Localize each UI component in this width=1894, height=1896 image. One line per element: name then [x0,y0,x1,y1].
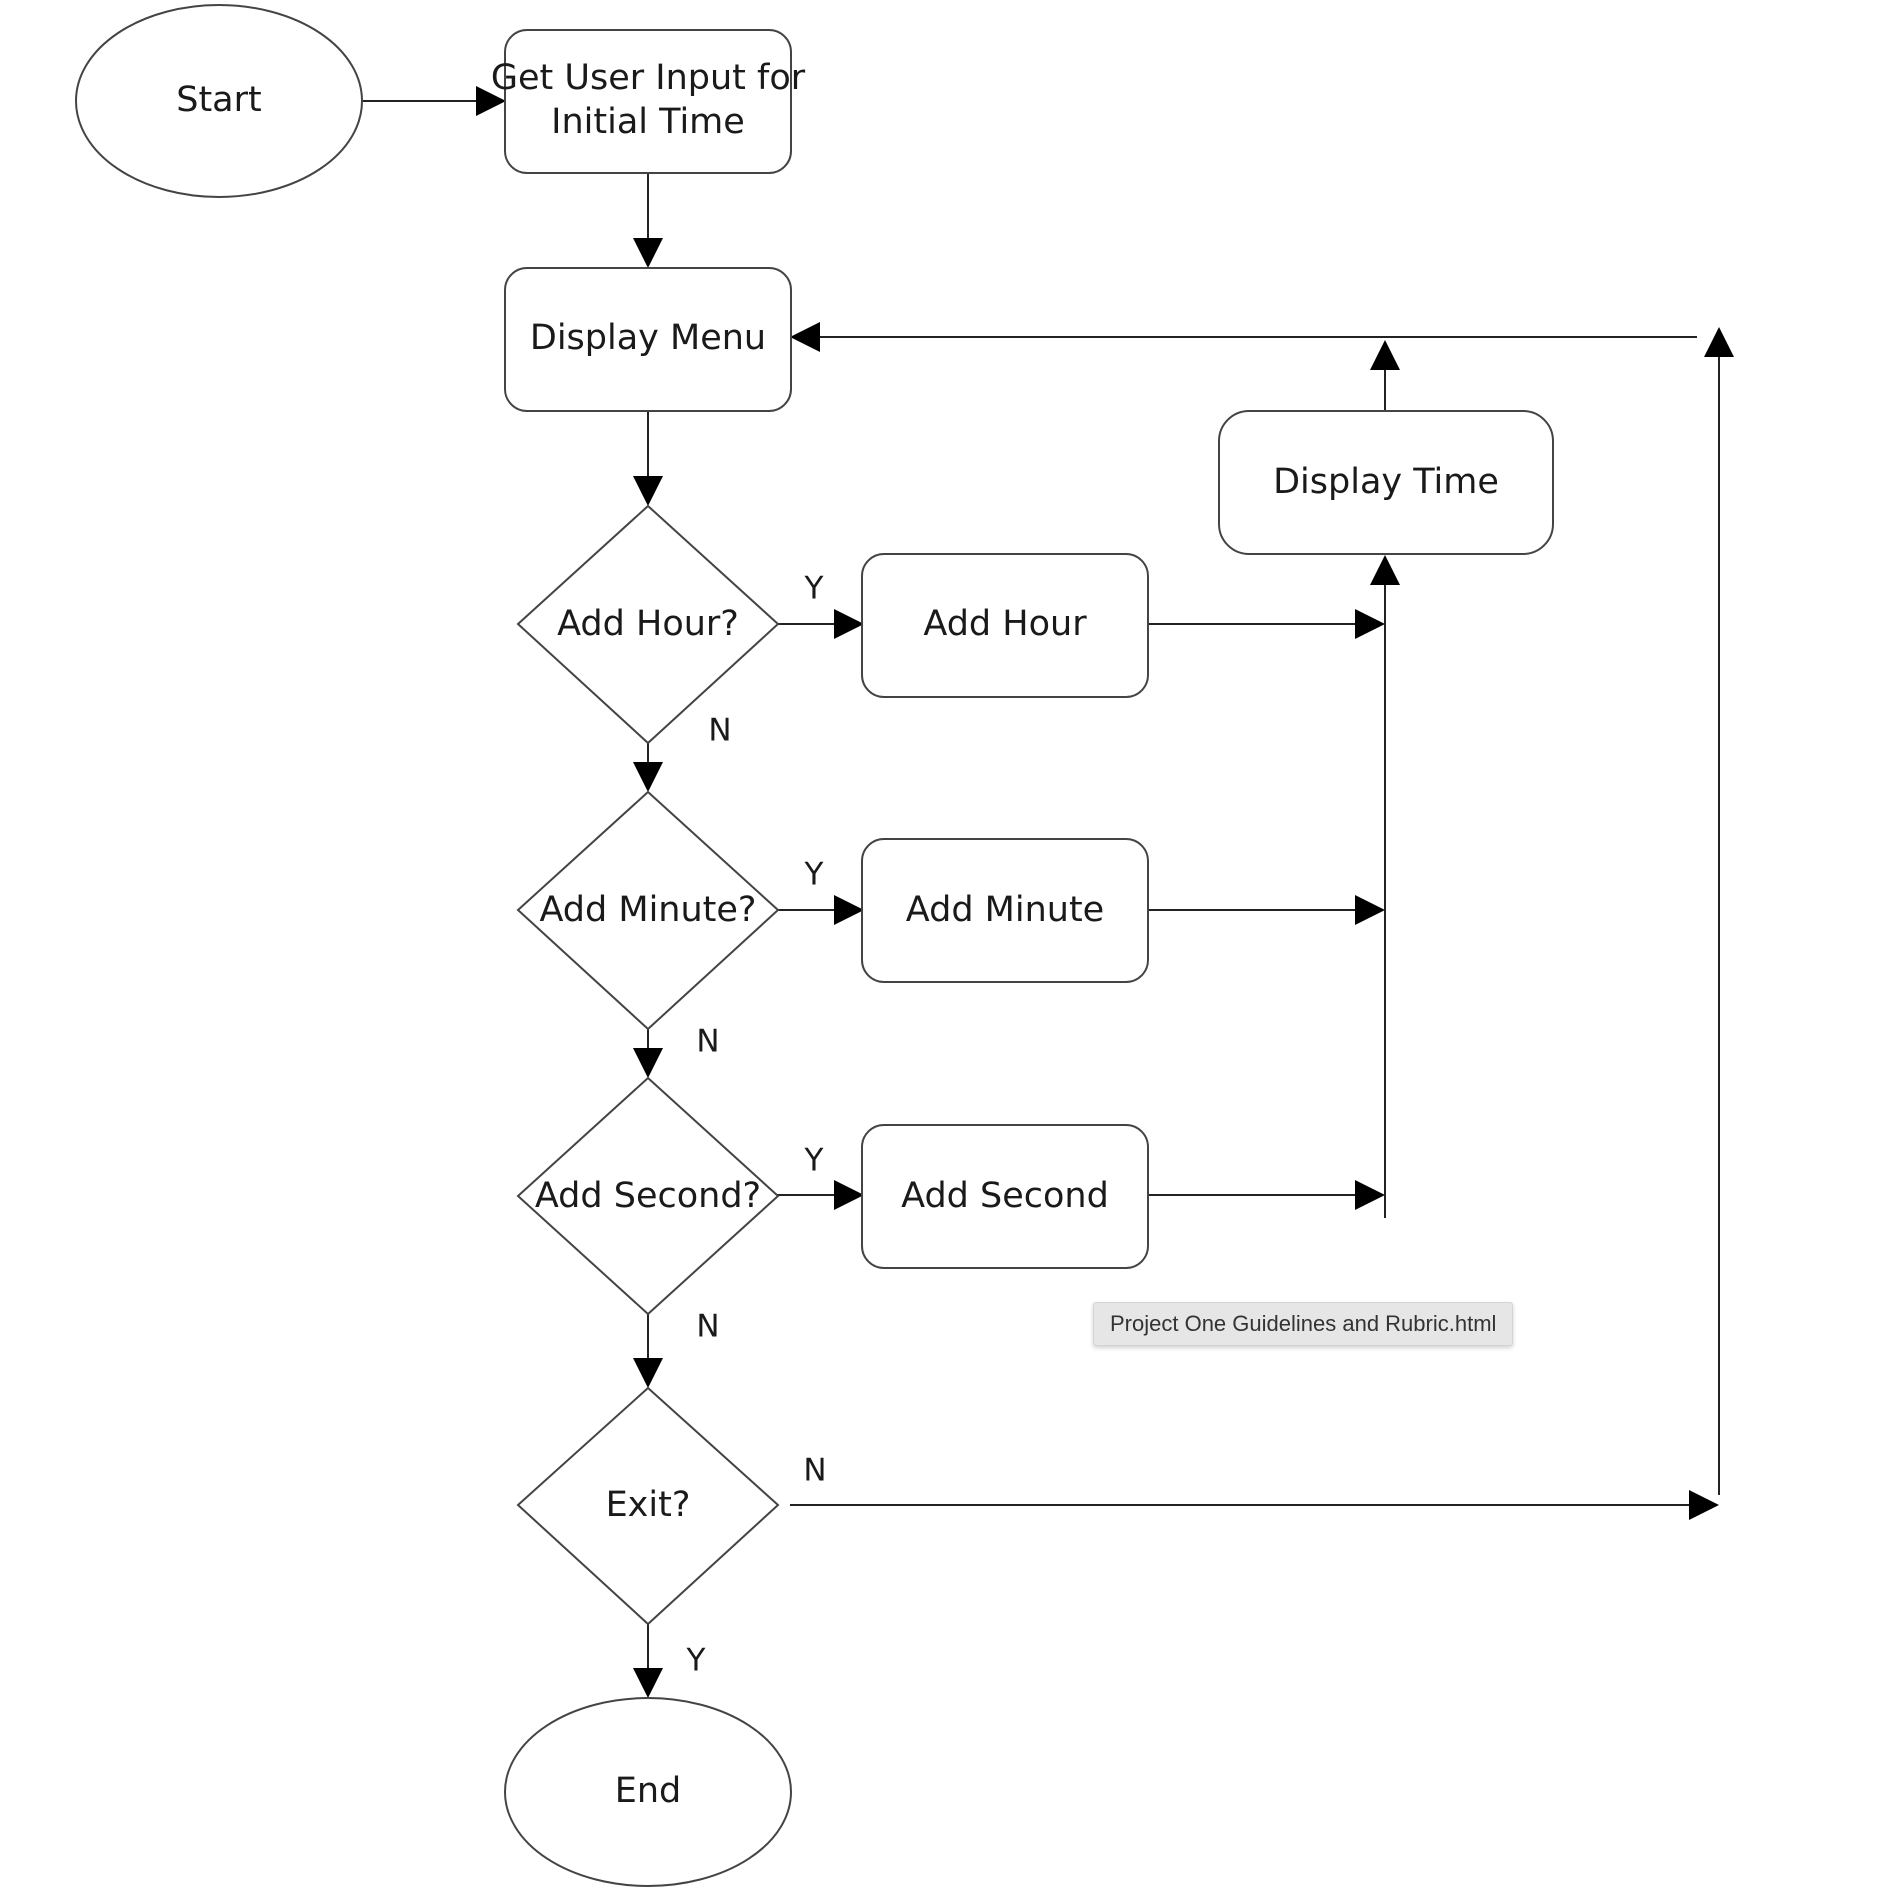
add-hour-label: Add Hour [923,604,1087,644]
add-minute-label: Add Minute [906,890,1104,930]
arrowhead-into-menu [633,238,663,268]
arrowhead-into-minute-q [633,762,663,792]
second-no-label: N [696,1309,719,1345]
start-terminal [75,4,363,198]
arrowhead-into-hour-q [633,476,663,506]
display-menu-box [504,267,792,412]
second-yes-label: Y [804,1143,824,1179]
display-menu-label: Display Menu [530,318,766,358]
arrowhead-display-time-up [1370,340,1400,370]
minute-no-label: N [696,1024,719,1060]
add-hour-decision-label: Add Hour? [557,604,739,644]
minute-yes-label: Y [804,857,824,893]
end-terminal [504,1697,792,1887]
arrowhead-into-input [476,86,506,116]
hour-no-label: N [708,713,731,749]
arrowhead-into-add-minute [834,895,864,925]
arrowhead-into-add-hour [834,609,864,639]
get-input-label-line2: Initial Time [551,102,745,142]
exit-decision [516,1386,780,1626]
get-input-box [504,29,792,174]
arrowhead-into-display-time [1370,555,1400,585]
get-input-label-line1: Get User Input for [491,58,806,98]
arrowheads [476,86,1734,1698]
display-time-box [1218,410,1554,555]
display-time-label: Display Time [1273,462,1499,502]
arrowhead-into-menu-loop [790,322,820,352]
add-minute-decision [516,790,780,1031]
exit-yes-label: Y [686,1643,706,1679]
add-hour-decision [516,504,780,745]
add-minute-box [861,838,1149,983]
add-hour-box [861,553,1149,698]
filename-tooltip: Project One Guidelines and Rubric.html [1093,1302,1514,1346]
add-second-label: Add Second [901,1176,1109,1216]
add-second-box [861,1124,1149,1269]
add-second-decision-label: Add Second? [535,1176,761,1216]
hour-yes-label: Y [804,571,824,607]
exit-decision-label: Exit? [606,1485,691,1525]
arrowhead-into-add-second [834,1180,864,1210]
arrowhead-exit-no-up [1704,327,1734,357]
arrowhead-hour-to-bus [1355,609,1385,639]
arrowhead-into-exit-q [633,1358,663,1388]
exit-no-label: N [803,1453,826,1489]
arrowhead-minute-to-bus [1355,895,1385,925]
add-minute-decision-label: Add Minute? [539,890,756,930]
add-second-decision [516,1076,780,1316]
arrowhead-exit-no-right [1689,1490,1719,1520]
arrowhead-into-end [633,1668,663,1698]
connectors [362,100,1720,1670]
start-label: Start [176,80,262,120]
arrowhead-second-to-bus [1355,1180,1385,1210]
arrowhead-into-second-q [633,1048,663,1078]
end-label: End [615,1771,682,1811]
